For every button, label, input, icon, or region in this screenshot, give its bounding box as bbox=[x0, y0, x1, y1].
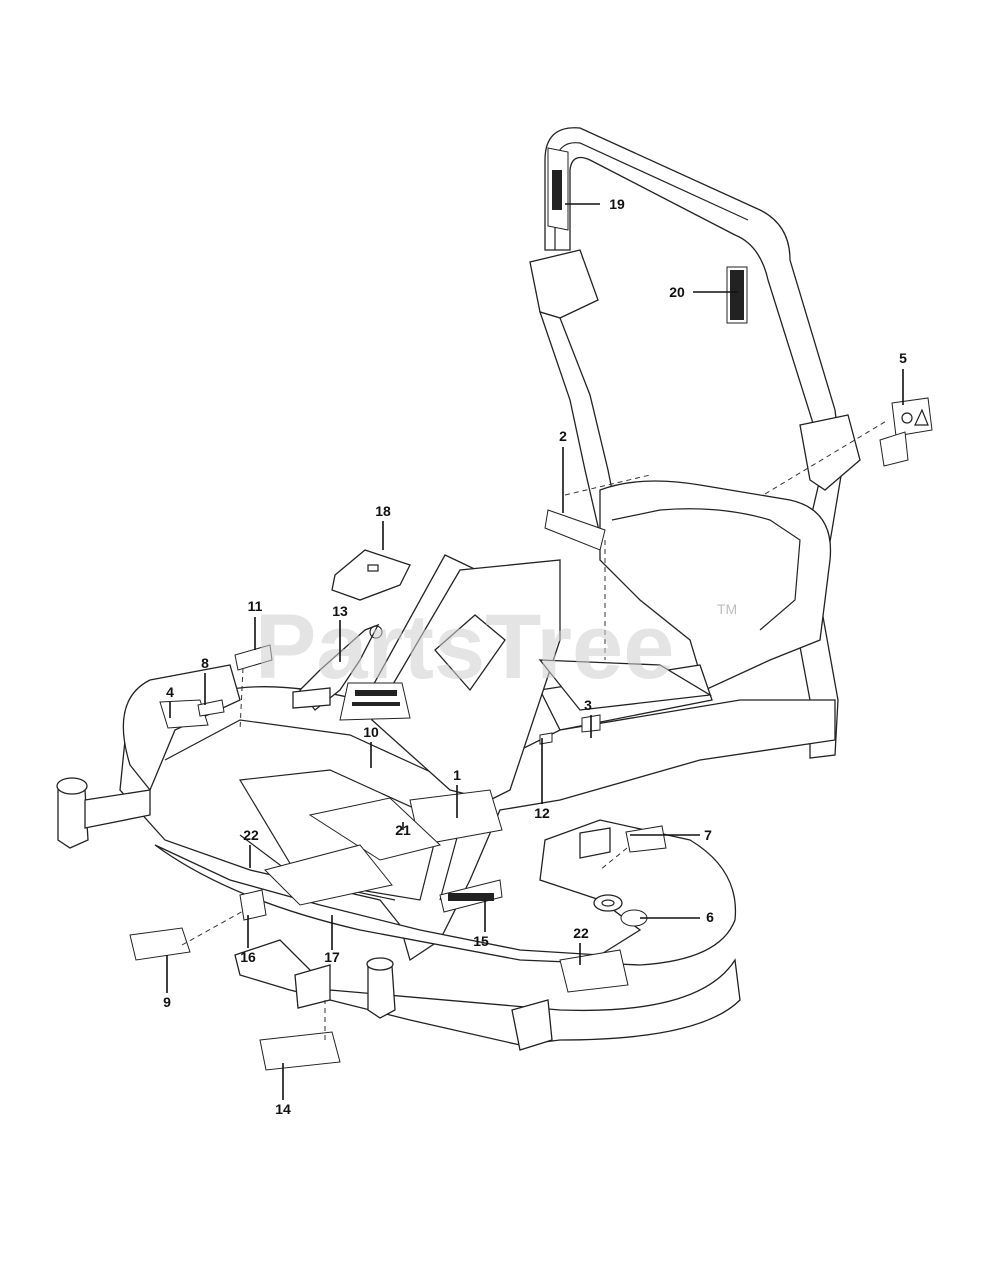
callout-12: 12 bbox=[534, 805, 550, 821]
rops-bar bbox=[529, 127, 861, 759]
deck-lift-assembly bbox=[292, 549, 411, 711]
decal-9 bbox=[129, 927, 191, 961]
callout-13: 13 bbox=[332, 603, 348, 619]
decal-22a bbox=[264, 844, 393, 906]
decal-11 bbox=[234, 644, 273, 671]
placement-lines bbox=[181, 419, 889, 1040]
callout-9: 9 bbox=[163, 994, 171, 1010]
callout-19: 19 bbox=[609, 196, 625, 212]
callout-6: 6 bbox=[706, 909, 714, 925]
decal-22b bbox=[559, 949, 629, 993]
callout-11: 11 bbox=[248, 598, 263, 614]
watermark-text: PartsTree bbox=[255, 596, 674, 698]
decal-21 bbox=[308, 797, 442, 861]
callout-4: 4 bbox=[166, 684, 174, 700]
callout-14: 14 bbox=[275, 1101, 291, 1117]
callout-5: 5 bbox=[899, 350, 907, 366]
decal-14 bbox=[259, 1031, 341, 1071]
seat bbox=[371, 559, 712, 801]
callout-22-left: 22 bbox=[243, 827, 259, 843]
callout-7: 7 bbox=[704, 827, 712, 843]
decal-7 bbox=[625, 825, 667, 853]
callout-10: 10 bbox=[363, 724, 379, 740]
callout-2: 2 bbox=[559, 428, 567, 444]
callout-numbers: 19 20 5 2 18 11 13 8 4 3 10 1 12 7 21 22… bbox=[163, 196, 907, 1117]
callout-8: 8 bbox=[201, 655, 209, 671]
decal-2 bbox=[544, 509, 606, 551]
callout-22-right: 22 bbox=[573, 925, 589, 941]
decal-4 bbox=[159, 699, 209, 729]
callout-3: 3 bbox=[584, 697, 592, 713]
callout-20: 20 bbox=[669, 284, 685, 300]
leader-lines bbox=[166, 203, 904, 1100]
decal-12 bbox=[539, 732, 553, 745]
callout-16: 16 bbox=[240, 949, 256, 965]
watermark: PartsTree TM bbox=[255, 596, 737, 698]
decal-16 bbox=[239, 889, 267, 921]
callout-15: 15 bbox=[473, 933, 489, 949]
watermark-trademark: TM bbox=[717, 601, 737, 617]
logo-badge bbox=[879, 431, 909, 467]
callout-18: 18 bbox=[375, 503, 391, 519]
callout-17: 17 bbox=[324, 949, 340, 965]
callout-21: 21 bbox=[395, 822, 411, 838]
callout-1: 1 bbox=[453, 767, 461, 783]
decals bbox=[129, 147, 933, 1071]
